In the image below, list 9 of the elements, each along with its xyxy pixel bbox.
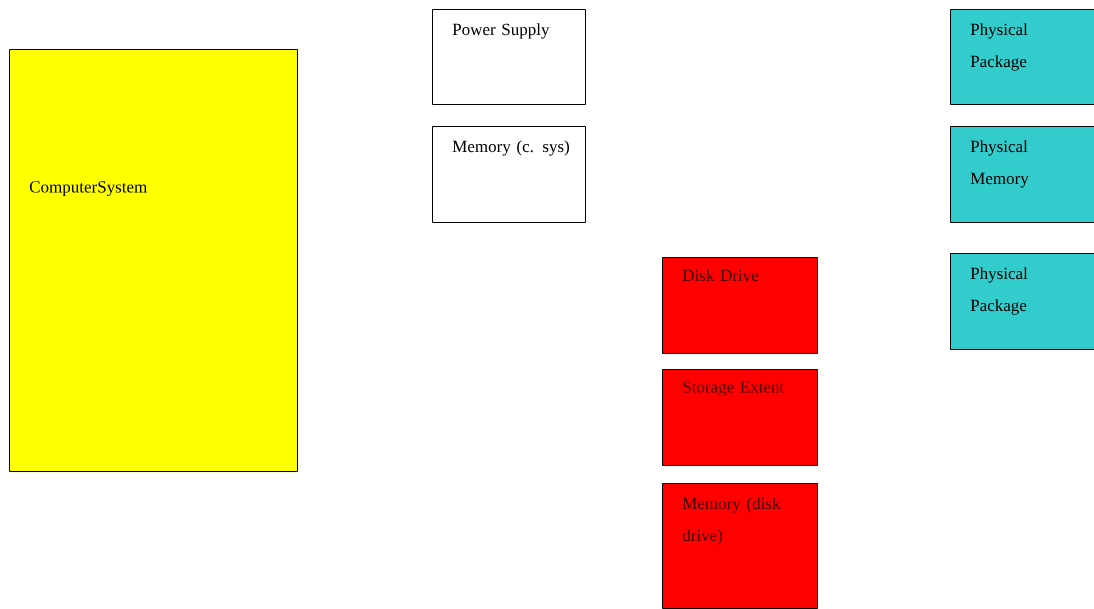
process-box: Physical Package xyxy=(950,9,1094,105)
process-box: Memory (c. sys) xyxy=(432,126,586,223)
process-box: Power Supply xyxy=(432,9,586,105)
process-box: Physical Package xyxy=(950,253,1094,350)
process-box: Storage Extent xyxy=(662,369,818,466)
process-box: ComputerSystem xyxy=(9,49,298,472)
process-box: Physical Memory xyxy=(950,126,1094,223)
process-box: Disk Drive xyxy=(662,257,818,354)
process-box: Memory (disk drive) xyxy=(662,483,818,609)
